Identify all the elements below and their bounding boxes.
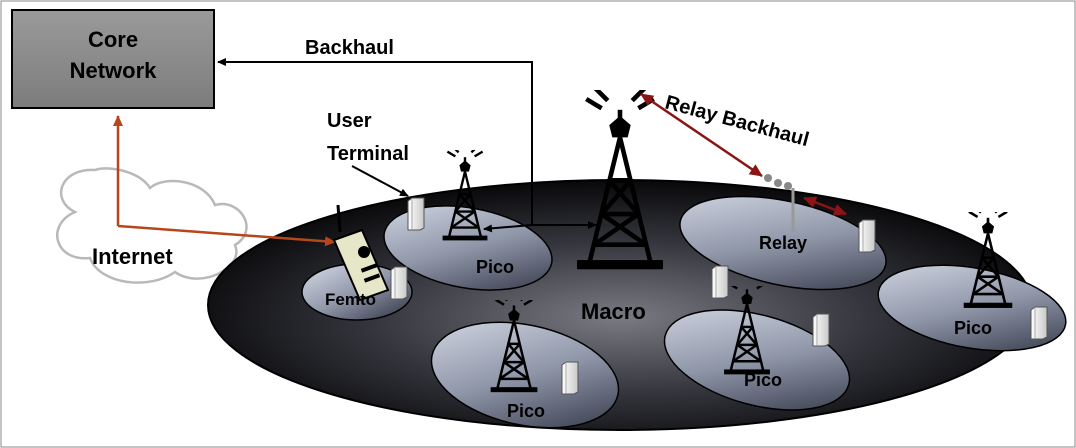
user-terminal-icon [1030,306,1048,340]
relay-backhaul-link [640,92,763,178]
relay-access-link [803,196,847,216]
femto-label: Femto [325,290,376,309]
pico-label-3: Pico [744,370,782,390]
relay-node-icon [764,174,795,232]
pico-label-1: Pico [476,257,514,277]
femto-access-point-icon [332,204,390,302]
pico-label-4: Pico [954,318,992,338]
core-network-label-line2: Network [70,58,158,83]
core-network-box [11,9,215,109]
user-terminal-label-line2: Terminal [327,143,409,165]
macro-label: Macro [581,299,646,324]
user-terminal-icon [407,197,425,231]
backhaul-link [217,58,533,225]
relay-label: Relay [759,233,807,253]
user-terminal-label-line1: User [327,110,372,132]
core-network-label-line1: Core [88,27,138,52]
user-terminal-icon [711,265,729,299]
backhaul-label: Backhaul [305,37,394,59]
user-terminal-icon [812,313,830,347]
internet-label: Internet [92,244,173,269]
pico-label-2: Pico [507,401,545,421]
internet-cloud-icon [56,167,248,284]
pico-cell-area-2 [430,321,620,429]
user-terminal-pointer [351,165,409,197]
user-terminal-icon [390,266,408,300]
backhaul-pico-link [483,224,533,233]
internet-femto-link [117,224,336,247]
user-terminal-icon [561,361,579,395]
user-terminal-icon [858,219,876,253]
